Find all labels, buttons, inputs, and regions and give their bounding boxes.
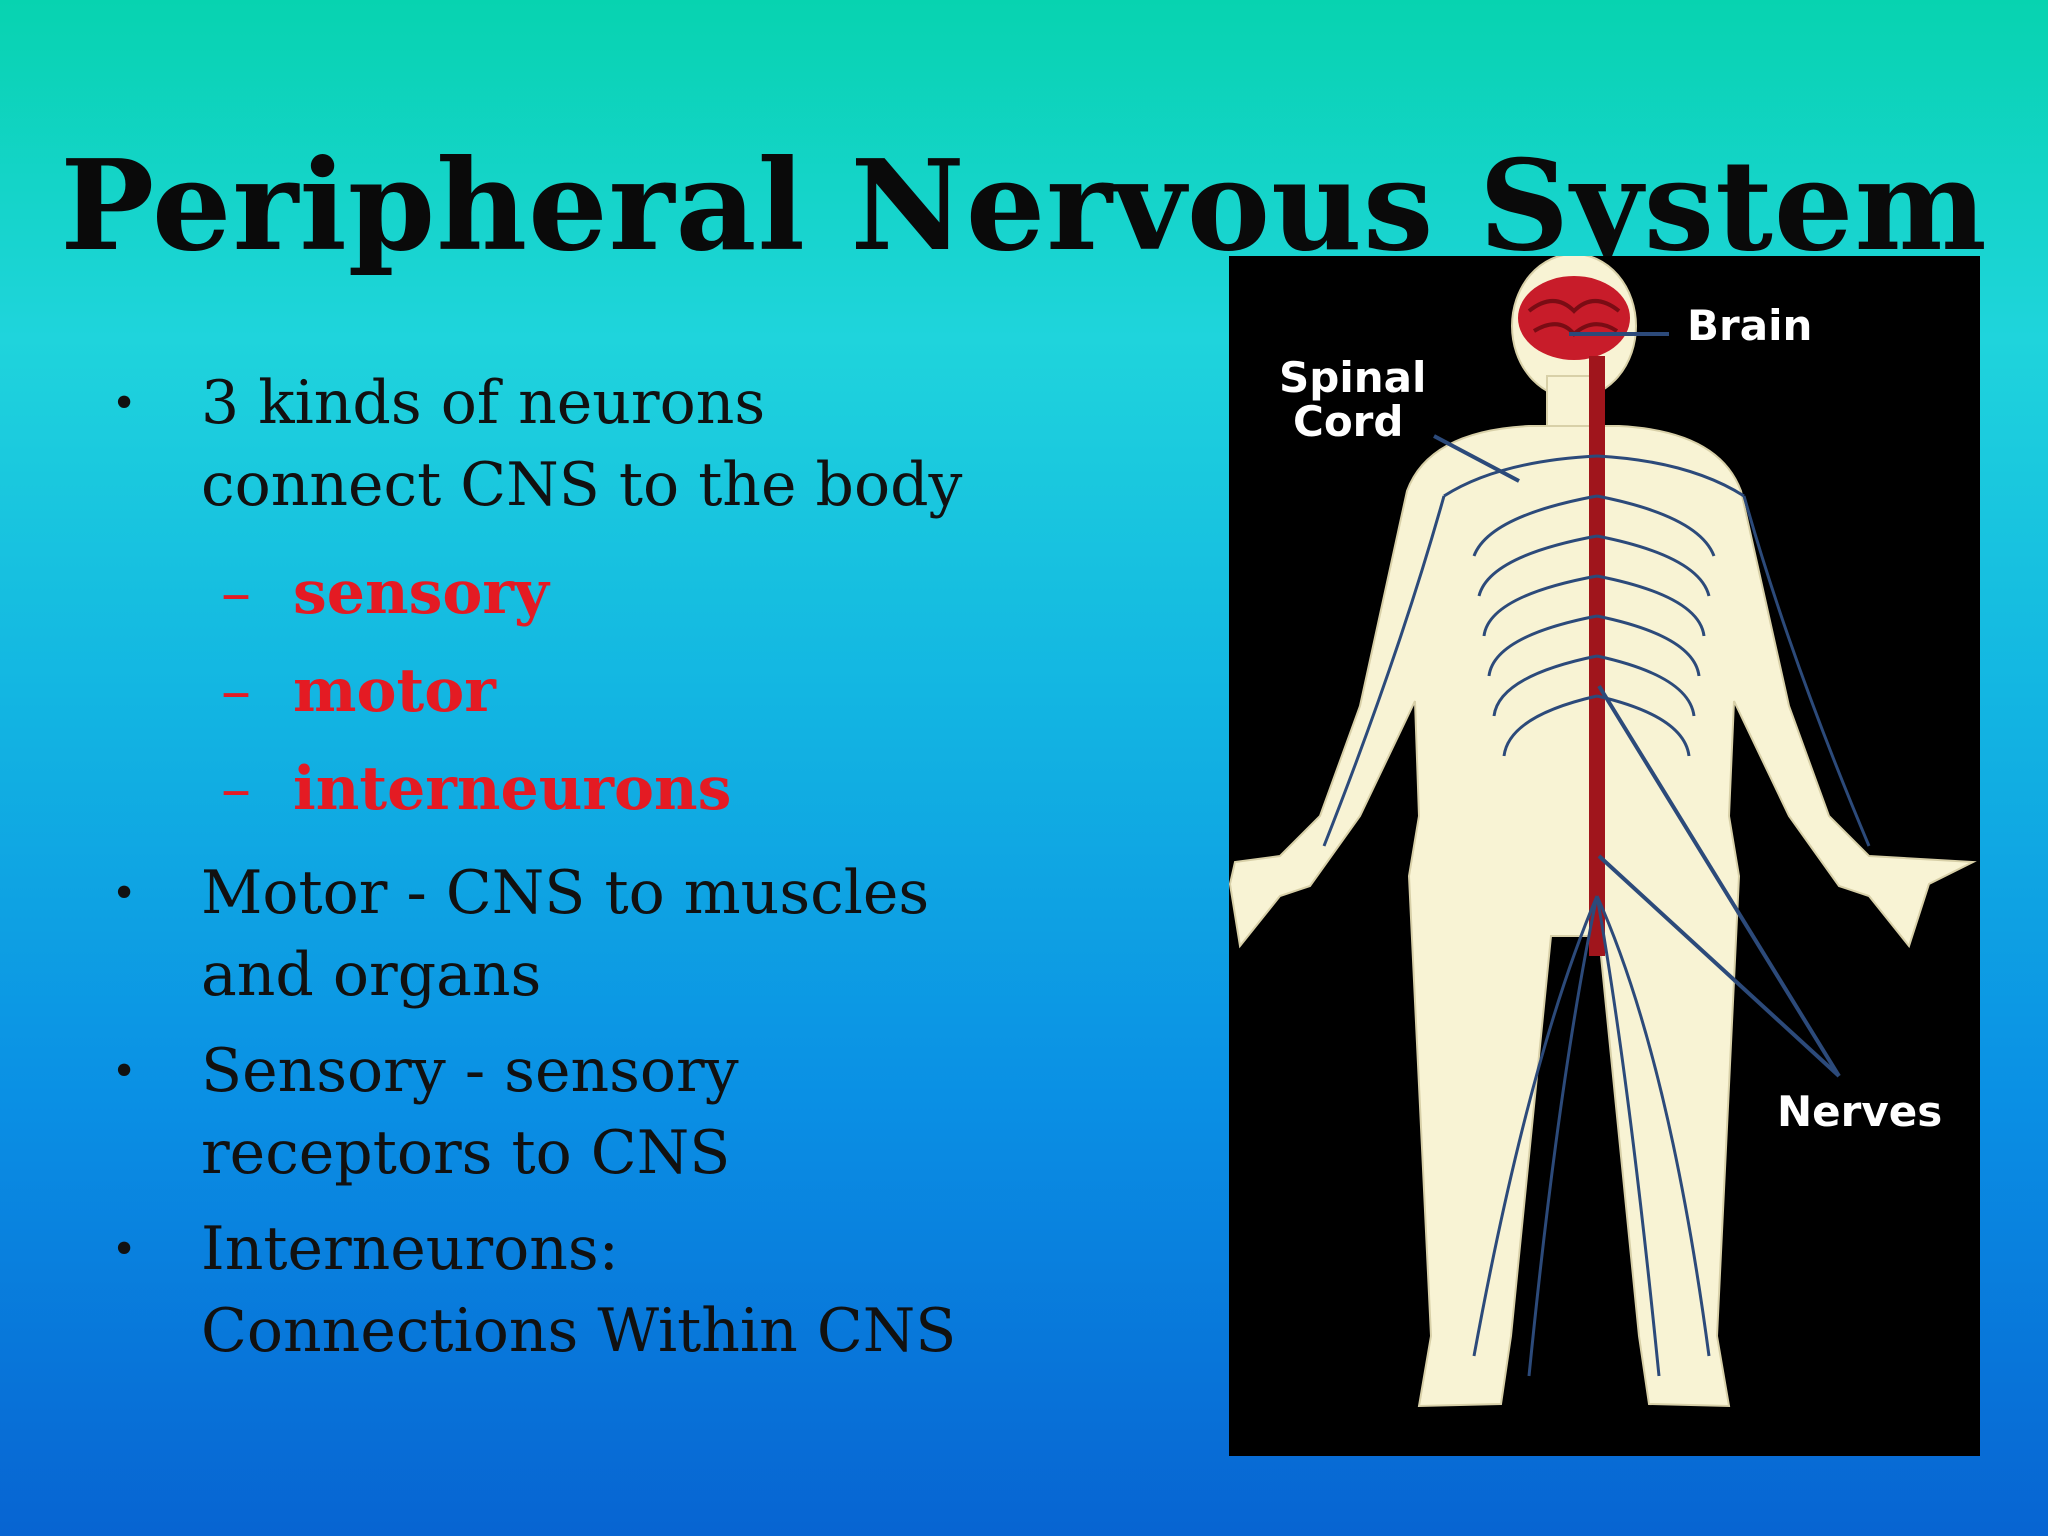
sub-list: – sensory – motor – interneurons	[201, 544, 1165, 838]
bullet-item: • Interneurons: Connections Within CNS	[115, 1208, 1165, 1372]
bullet-item: • Sensory - sensory receptors to CNS	[115, 1030, 1165, 1194]
bullet-icon: •	[115, 1220, 134, 1277]
bullet-list: • 3 kinds of neurons connect CNS to the …	[115, 362, 1165, 1386]
dash-icon: –	[221, 558, 251, 628]
bullet-line: and organs	[201, 940, 542, 1010]
bullet-line: connect CNS to the body	[201, 450, 963, 520]
nerves-label: Nerves	[1777, 1087, 1942, 1136]
bullet-icon: •	[115, 864, 134, 921]
spinal-cord-label: Spinal	[1279, 353, 1426, 402]
sub-item-label: motor	[293, 656, 496, 726]
nerve-network	[1322, 454, 1871, 1377]
bullet-icon: •	[115, 1042, 134, 1099]
sub-item-label: interneurons	[293, 754, 732, 824]
brain-label: Brain	[1687, 301, 1812, 350]
dash-icon: –	[221, 754, 251, 824]
sub-item-interneurons: – interneurons	[201, 740, 1165, 838]
bullet-item: • Motor - CNS to muscles and organs	[115, 852, 1165, 1016]
body-diagram: Brain Spinal Cord Nerves	[1229, 256, 1977, 1408]
sub-item-label: sensory	[293, 558, 549, 628]
bullet-icon: •	[115, 374, 134, 431]
bullet-line: 3 kinds of neurons	[201, 368, 766, 438]
bullet-line: Motor - CNS to muscles	[201, 858, 930, 928]
nervous-system-figure: Brain Spinal Cord Nerves	[1229, 256, 1980, 1456]
label-pointers	[1433, 332, 1841, 1078]
bullet-line: Sensory - sensory	[201, 1036, 739, 1106]
bullet-line: Connections Within CNS	[201, 1296, 957, 1366]
bullet-item: • 3 kinds of neurons connect CNS to the …	[115, 362, 1165, 838]
spinal-cord-label: Cord	[1293, 397, 1403, 446]
slide-title: Peripheral Nervous System	[60, 132, 1988, 279]
bullet-line: receptors to CNS	[201, 1118, 731, 1188]
sub-item-motor: – motor	[201, 642, 1165, 740]
sub-item-sensory: – sensory	[201, 544, 1165, 642]
dash-icon: –	[221, 656, 251, 726]
bullet-line: Interneurons:	[201, 1214, 619, 1284]
brain-icon	[1518, 276, 1630, 360]
